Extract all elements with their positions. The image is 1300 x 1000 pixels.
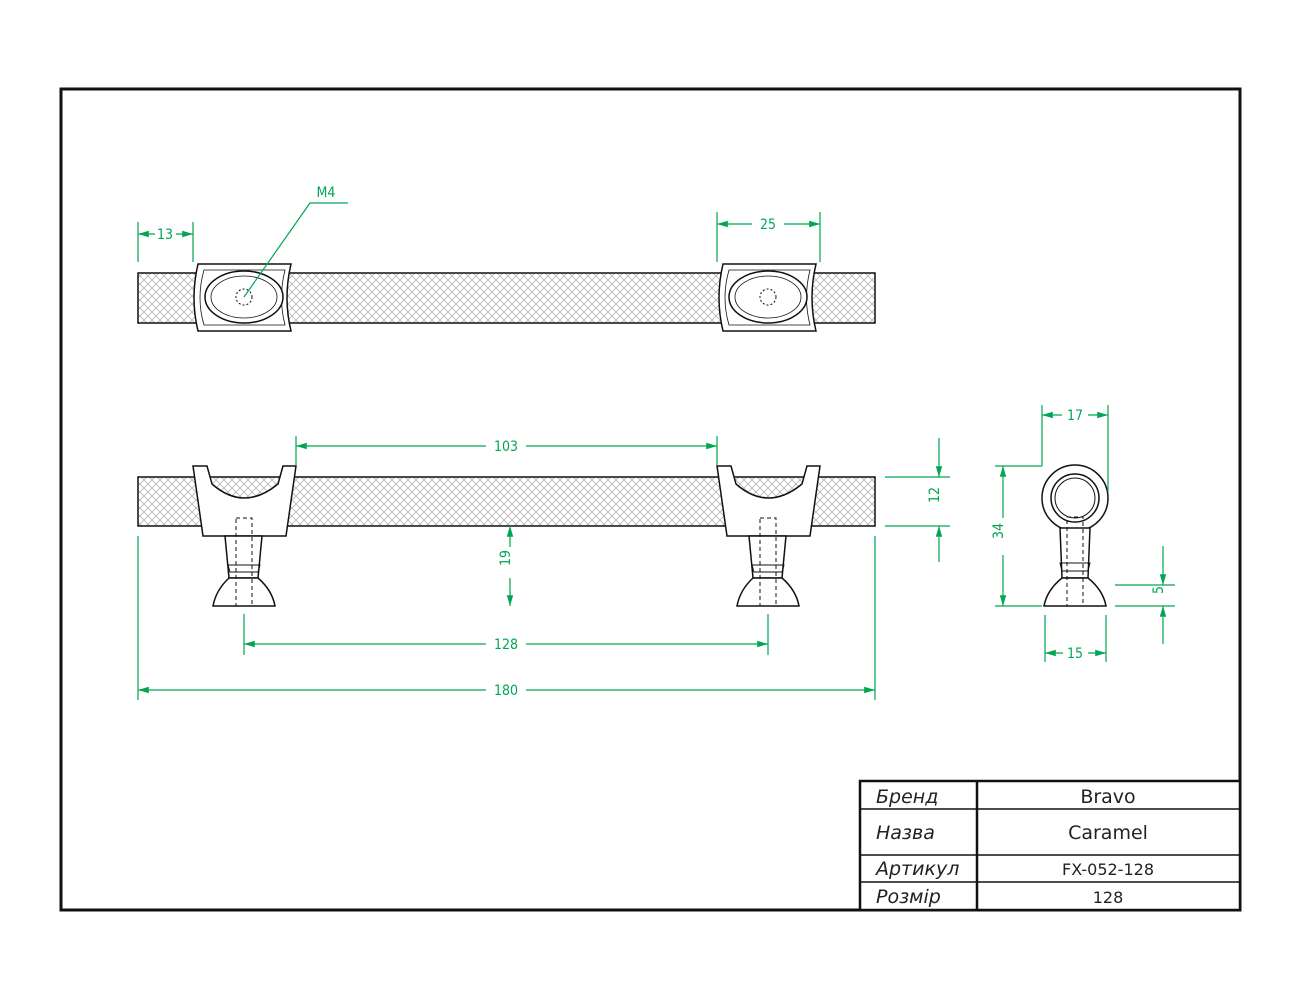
- tb-value-brand: Bravo: [1080, 786, 1135, 808]
- top-view: 13 25 M4: [137, 185, 876, 332]
- dim-17: 17: [1067, 408, 1083, 424]
- right-support: [716, 465, 821, 607]
- dim-103: 103: [494, 439, 518, 455]
- sheet-border: [59, 87, 1242, 912]
- tb-value-article: FX-052-128: [1062, 860, 1154, 879]
- dim-128: 128: [494, 637, 518, 653]
- title-block: Бренд Назва Артикул Розмір Bravo Caramel…: [858, 779, 1242, 912]
- tb-value-name: Caramel: [1068, 822, 1148, 844]
- dim-19: 19: [498, 550, 514, 566]
- front-view: 103 19 128 180 12: [137, 436, 950, 700]
- side-view: 17 34 5 15: [991, 405, 1175, 662]
- dim-12: 12: [927, 487, 943, 503]
- dim-15: 15: [1067, 646, 1083, 662]
- dim-180: 180: [494, 683, 518, 699]
- tb-label-name: Назва: [876, 822, 935, 844]
- tb-label-size: Розмір: [876, 886, 941, 908]
- dim-13: 13: [157, 227, 173, 243]
- left-support: [192, 465, 297, 607]
- thread-label: M4: [317, 185, 336, 201]
- dim-5: 5: [1151, 586, 1167, 594]
- dim-25: 25: [760, 217, 776, 233]
- tb-value-size: 128: [1093, 888, 1124, 907]
- tb-label-article: Артикул: [874, 858, 959, 880]
- tb-label-brand: Бренд: [876, 786, 938, 808]
- dim-34: 34: [991, 523, 1007, 539]
